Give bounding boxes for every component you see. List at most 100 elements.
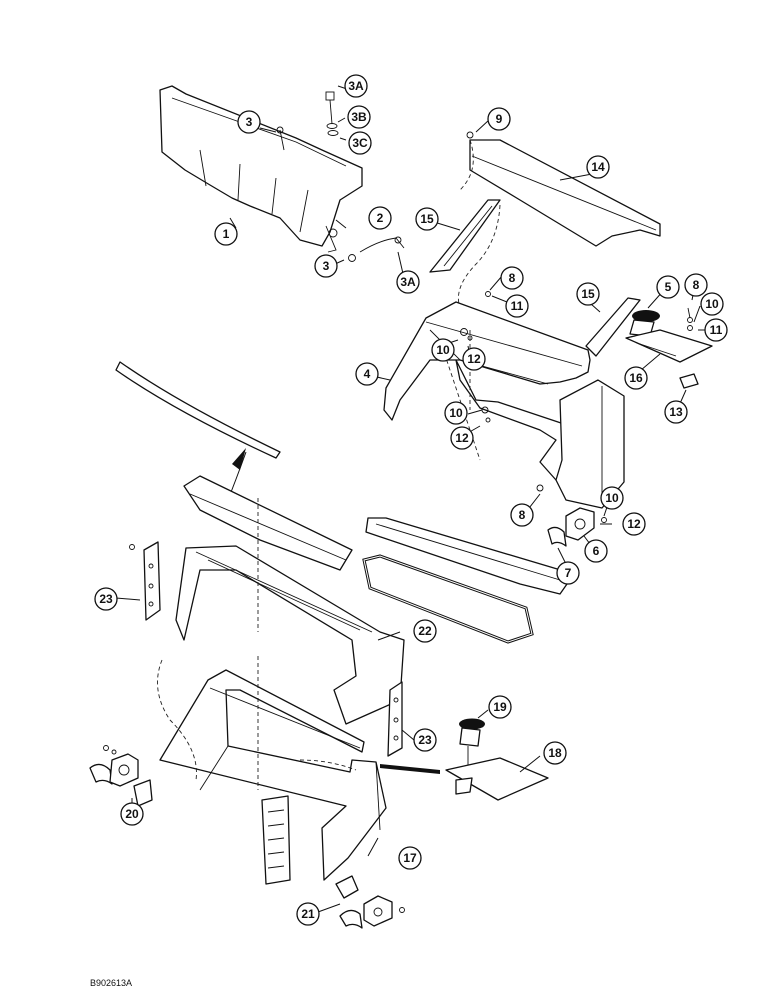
callout-1: 1 <box>214 222 238 246</box>
mount-plate-18 <box>445 757 549 801</box>
clip-13 <box>679 373 699 389</box>
callout-17: 17 <box>398 846 422 870</box>
svg-text:17: 17 <box>403 851 417 865</box>
svg-text:1: 1 <box>223 227 230 241</box>
svg-text:15: 15 <box>581 287 595 301</box>
callout-10: 10 <box>444 401 468 425</box>
bracket-7 <box>547 526 567 547</box>
svg-text:12: 12 <box>627 517 641 531</box>
callout-15: 15 <box>576 282 600 306</box>
hardware-center-group <box>460 291 544 492</box>
callout-11: 11 <box>505 294 529 318</box>
svg-text:5: 5 <box>665 280 672 294</box>
callout-19: 19 <box>488 695 512 719</box>
callout-8: 8 <box>500 266 524 290</box>
callout-3a: 3A <box>396 270 420 294</box>
top-plate-part <box>459 131 661 247</box>
mount-plate-16 <box>625 329 713 363</box>
figure-reference-code: B902613A <box>90 978 133 988</box>
callout-7: 7 <box>556 561 580 585</box>
svg-text:4: 4 <box>364 367 371 381</box>
callout-12: 12 <box>450 426 474 450</box>
connector-arrow <box>380 764 440 774</box>
cover-plate-6 <box>565 507 607 541</box>
filter-cap-19 <box>459 718 485 770</box>
svg-text:16: 16 <box>629 371 643 385</box>
callout-15: 15 <box>415 207 439 231</box>
vent-louvre <box>261 795 291 885</box>
svg-text:22: 22 <box>418 624 432 638</box>
gasket <box>362 554 534 644</box>
svg-text:11: 11 <box>511 299 524 313</box>
callout-9: 9 <box>487 107 511 131</box>
strip-23-right <box>387 681 403 757</box>
lower-frame-part <box>157 656 387 881</box>
svg-text:3: 3 <box>323 259 330 273</box>
svg-text:10: 10 <box>449 406 463 420</box>
svg-text:15: 15 <box>420 212 434 226</box>
svg-text:3A: 3A <box>400 275 416 289</box>
rear-frame-part <box>383 301 625 509</box>
callout-3c: 3C <box>348 131 372 155</box>
callout-8: 8 <box>684 273 708 297</box>
callout-22: 22 <box>413 619 437 643</box>
leader-lines <box>115 85 712 913</box>
svg-text:3: 3 <box>246 115 253 129</box>
callout-2: 2 <box>368 206 392 230</box>
callout-5: 5 <box>656 275 680 299</box>
callout-11: 11 <box>704 318 728 342</box>
callout-16: 16 <box>624 366 648 390</box>
callout-10: 10 <box>600 486 624 510</box>
svg-text:10: 10 <box>436 343 450 357</box>
callout-14: 14 <box>586 155 610 179</box>
svg-text:9: 9 <box>496 112 503 126</box>
callout-13: 13 <box>664 400 688 424</box>
svg-text:10: 10 <box>705 297 719 311</box>
svg-text:8: 8 <box>509 271 516 285</box>
svg-text:19: 19 <box>493 700 507 714</box>
svg-text:3C: 3C <box>352 136 368 150</box>
svg-text:8: 8 <box>693 278 700 292</box>
callout-21: 21 <box>296 902 320 926</box>
callout-10: 10 <box>700 292 724 316</box>
callout-4: 4 <box>355 362 379 386</box>
strip-23-left <box>129 541 161 621</box>
svg-text:23: 23 <box>99 592 113 606</box>
svg-text:2: 2 <box>377 211 384 225</box>
callout-10: 10 <box>431 338 455 362</box>
hardware-right-group <box>687 307 693 331</box>
svg-text:10: 10 <box>605 491 619 505</box>
callout-6: 6 <box>584 539 608 563</box>
front-panel-lower-part <box>175 475 405 725</box>
svg-text:6: 6 <box>593 544 600 558</box>
glass-panel <box>365 517 575 595</box>
svg-text:3B: 3B <box>351 110 367 124</box>
svg-text:21: 21 <box>301 907 315 921</box>
svg-text:11: 11 <box>710 323 723 337</box>
callout-3b: 3B <box>347 105 371 129</box>
svg-text:18: 18 <box>548 746 562 760</box>
svg-text:3A: 3A <box>348 79 364 93</box>
front-panel-part <box>159 85 363 253</box>
callout-3: 3 <box>237 110 261 134</box>
callout-23: 23 <box>94 587 118 611</box>
callout-12: 12 <box>622 512 646 536</box>
callout-3a: 3A <box>344 74 368 98</box>
svg-text:14: 14 <box>591 160 605 174</box>
svg-text:23: 23 <box>418 733 432 747</box>
svg-text:13: 13 <box>669 405 683 419</box>
hardware-3-group <box>276 91 405 262</box>
callout-8: 8 <box>510 503 534 527</box>
callout-20: 20 <box>120 802 144 826</box>
callout-23: 23 <box>413 728 437 752</box>
side-strip-part-right <box>585 297 641 357</box>
callout-3: 3 <box>314 254 338 278</box>
svg-text:7: 7 <box>565 566 572 580</box>
svg-text:8: 8 <box>519 508 526 522</box>
side-strip-part <box>429 199 501 313</box>
svg-text:12: 12 <box>455 431 469 445</box>
callout-12: 12 <box>462 347 486 371</box>
hardware-20-group <box>89 745 153 807</box>
hardware-21-group <box>335 875 405 929</box>
